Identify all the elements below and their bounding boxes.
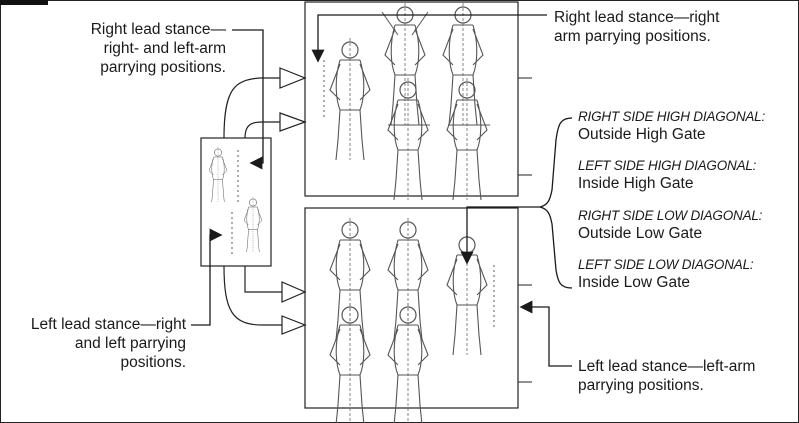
gate-name: Outside High Gate [578, 125, 788, 144]
gate-entry: RIGHT SIDE HIGH DIAGONAL: Outside High G… [578, 108, 788, 144]
callout-line: Right lead stance— [20, 20, 226, 39]
top-right-callout: Right lead stance—right arm parrying pos… [554, 8, 794, 46]
callout-line: Left lead stance—left-arm [578, 357, 793, 376]
callout-line: and left parrying [6, 334, 186, 353]
gate-entry: LEFT SIDE LOW DIAGONAL: Inside Low Gate [578, 256, 788, 292]
gate-entry: RIGHT SIDE LOW DIAGONAL: Outside Low Gat… [578, 207, 788, 243]
source-page [201, 138, 271, 266]
gate-title: RIGHT SIDE HIGH DIAGONAL: [578, 108, 788, 125]
top-right-panel [305, 2, 532, 200]
gate-name: Inside High Gate [578, 174, 788, 193]
callout-line: right- and left-arm [20, 39, 226, 58]
callout-line: parrying positions. [20, 58, 226, 77]
gate-name: Inside Low Gate [578, 273, 788, 292]
callout-line: arm parrying positions. [554, 27, 794, 46]
gate-title: LEFT SIDE LOW DIAGONAL: [578, 256, 788, 273]
bottom-left-callout: Left lead stance—right and left parrying… [6, 315, 186, 372]
callout-line: Right lead stance—right [554, 8, 794, 27]
callout-line: positions. [6, 353, 186, 372]
top-left-callout: Right lead stance— right- and left-arm p… [20, 20, 226, 77]
callout-line: Left lead stance—right [6, 315, 186, 334]
gate-name: Outside Low Gate [578, 224, 788, 243]
gate-title: RIGHT SIDE LOW DIAGONAL: [578, 207, 788, 224]
gate-entry: LEFT SIDE HIGH DIAGONAL: Inside High Gat… [578, 157, 788, 193]
bottom-right-callout: Left lead stance—left-arm parrying posit… [578, 357, 793, 395]
gate-title: LEFT SIDE HIGH DIAGONAL: [578, 157, 788, 174]
bottom-right-panel [305, 208, 532, 423]
callout-line: parrying positions. [578, 376, 793, 395]
